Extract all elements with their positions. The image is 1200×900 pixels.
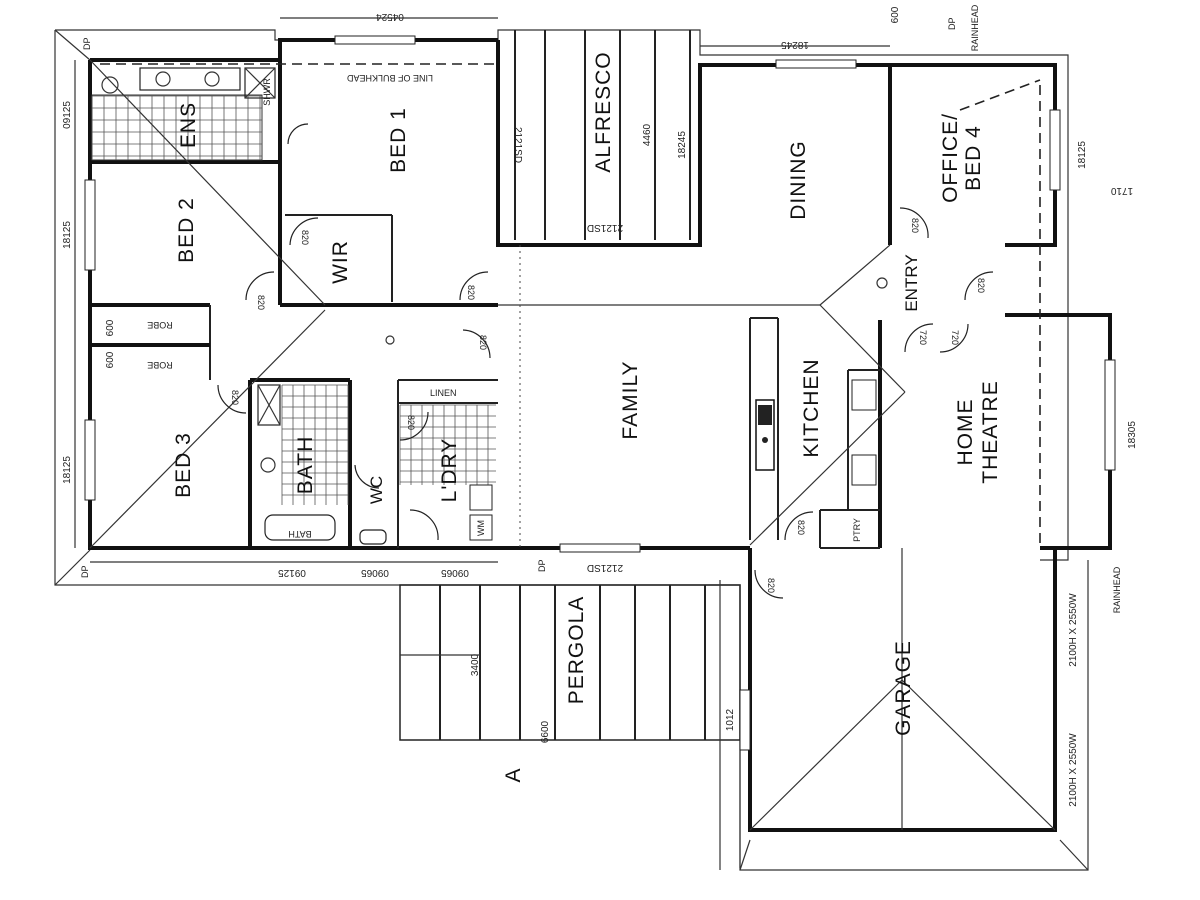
label-bed2: BED 2: [175, 197, 198, 263]
label-dp-3: DP: [80, 565, 90, 578]
dim-2121sd-c: 2121SD: [587, 562, 623, 573]
dim-09065-a: 09065: [361, 567, 389, 578]
room-labels: ENS BED 1 BED 2 BED 3 WIR BATH WC L'DRY …: [172, 51, 1002, 736]
door-820-e: 820: [230, 390, 240, 405]
service-lines: [100, 63, 1041, 870]
label-rainhead-top: RAINHEAD: [970, 4, 980, 51]
dimensions: 04524 18245 2121SD 2121SD 2121SD 4460 18…: [62, 6, 1138, 806]
dim-600-a: 600: [105, 319, 116, 336]
label-shwr: SHWR: [262, 78, 272, 106]
label-line-of-bulkhead: LINE OF BULKHEAD: [346, 73, 433, 83]
door-820-j: 820: [796, 520, 806, 535]
label-office: OFFICE/: [939, 113, 962, 203]
dim-1710: 1710: [1110, 185, 1133, 196]
label-pergola: PERGOLA: [565, 596, 588, 705]
label-ens: ENS: [177, 102, 200, 148]
door-720-a: 720: [918, 330, 928, 345]
dim-09125-left: 09125: [62, 101, 73, 129]
door-820-h: 820: [976, 278, 986, 293]
dim-18245: 18245: [781, 39, 809, 50]
label-dp-2: DP: [947, 17, 957, 30]
label-dp-1: DP: [82, 37, 92, 50]
dim-18125-left: 18125: [62, 221, 73, 249]
alfresco-slats: [514, 30, 691, 240]
kitchen-fixtures: [755, 379, 877, 486]
wet-area-tiles: [257, 384, 496, 545]
label-office-bed4: BED 4: [962, 125, 985, 191]
label-home-theatre: HOME: [954, 399, 977, 466]
label-home-theatre-2: THEATRE: [979, 380, 1002, 483]
dim-04524: 04524: [376, 11, 404, 22]
label-robe-1: ROBE: [147, 320, 173, 330]
label-wc: WC: [367, 476, 386, 504]
dim-2121sd-a: 2121SD: [512, 127, 523, 163]
door-820-c: 820: [466, 285, 476, 300]
dim-12245: 18245: [677, 131, 688, 159]
door-820-i: 820: [766, 578, 776, 593]
label-section-a-bottom: A: [502, 767, 525, 782]
label-rainhead-bottom: RAINHEAD: [1112, 566, 1122, 613]
ceiling-lines: [89, 59, 1056, 831]
label-ldry: L'DRY: [438, 438, 461, 503]
door-820-a: 820: [256, 295, 266, 310]
dim-1012: 1012: [725, 708, 736, 731]
dim-09065-b: 09065: [441, 567, 469, 578]
label-bed3: BED 3: [172, 432, 195, 498]
label-wir: WIR: [329, 240, 352, 284]
interior-walls: [90, 60, 892, 549]
dim-garage-door-a: 2100H X 2550W: [1068, 593, 1079, 667]
dim-6600: 6600: [540, 720, 551, 743]
ensuite-tiles: [91, 67, 276, 161]
dim-18125-left-2: 18125: [62, 456, 73, 484]
label-linen: LINEN: [430, 388, 457, 398]
door-820-d: 820: [478, 335, 488, 350]
annotations: LINE OF BULKHEAD LINEN SHWR RAINHEAD RAI…: [80, 4, 1122, 782]
label-bath-tub: BATH: [288, 529, 311, 539]
dim-600-b: 600: [105, 351, 116, 368]
label-dp-4: DP: [537, 559, 547, 572]
dim-4460: 4460: [642, 123, 653, 146]
label-bed1: BED 1: [387, 107, 410, 173]
dim-18305: 18305: [1127, 421, 1138, 449]
dim-09125-bottom: 09125: [278, 567, 306, 578]
dim-garage-door-b: 2100H X 2550W: [1068, 733, 1079, 807]
light-points: [385, 277, 888, 345]
label-garage: GARAGE: [892, 640, 915, 736]
dim-2121sd-b: 2121SD: [587, 222, 623, 233]
label-robe-2: ROBE: [147, 360, 173, 370]
label-bath: BATH: [294, 436, 317, 494]
door-820-b: 820: [300, 230, 310, 245]
door-820-g: 820: [910, 218, 920, 233]
doors: [217, 123, 994, 599]
label-family: FAMILY: [619, 360, 642, 439]
label-alfresco: ALFRESCO: [592, 51, 615, 172]
label-entry: ENTRY: [902, 254, 921, 311]
windows: [84, 35, 1116, 751]
door-720-b: 720: [950, 330, 960, 345]
dim-600-c: 600: [890, 6, 901, 23]
dim-18125-right: 18125: [1077, 141, 1088, 169]
label-kitchen: KITCHEN: [800, 358, 823, 457]
dim-3400: 3400: [470, 653, 481, 676]
label-wm: WM: [476, 520, 486, 536]
door-widths: 820 820 820 820 820 820 820 820 820 820 …: [230, 218, 986, 593]
label-ptry: PTRY: [852, 518, 862, 542]
label-dining: DINING: [787, 140, 810, 220]
door-820-f: 820: [406, 415, 416, 430]
